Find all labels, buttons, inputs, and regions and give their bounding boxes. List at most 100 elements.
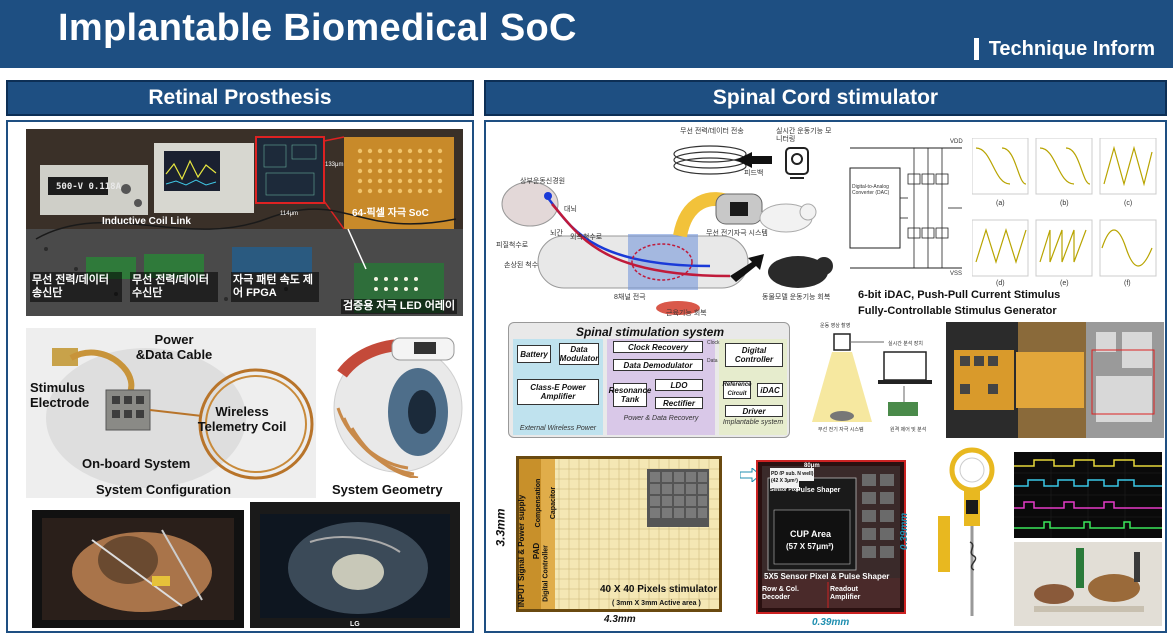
wave-label-a: (a) — [996, 200, 1005, 207]
vdd-label: VDD — [950, 139, 963, 145]
waveform-illustration — [971, 137, 1157, 277]
digital-ctrl-label: Digital Controller — [542, 545, 550, 602]
retinal-panel-title: Retinal Prosthesis — [6, 80, 474, 116]
recovery-section-label: Power & Data Recovery — [623, 415, 699, 422]
scope-trace-illustration — [1014, 452, 1162, 538]
dac-label: Digital-to-Analog Converter (DAC) — [852, 184, 890, 196]
system-geometry-figure: System Geometry — [318, 328, 468, 500]
eye-illustration — [333, 337, 463, 480]
corticospinal-label: 피질척수로 — [496, 242, 529, 249]
spinal-panel-title: Spinal Cord stimulator — [484, 80, 1167, 116]
readout-amp-label: Readout Amplifier — [830, 586, 861, 601]
camera-label: 운동 영상 촬영 — [820, 323, 851, 329]
tx-label: 무선 전력/데이터 송신단 — [30, 272, 122, 302]
lateral-tract-label: 외측척수로 — [570, 234, 603, 241]
sensor-chip-grid — [519, 459, 719, 609]
clock-block: Clock Recovery — [613, 341, 703, 353]
surgery-right-illustration — [260, 514, 450, 618]
chip-dimension-horizontal: 114μm — [280, 211, 299, 217]
meter-readout: 500-V 0.118A — [56, 182, 122, 192]
rx-label: 무선 전력/데이터 수신단 — [130, 272, 218, 302]
electrode-8ch-label: 8채널 전극 — [614, 294, 646, 301]
pixel-chip-layout — [762, 466, 900, 608]
wave-label-f: (f) — [1124, 280, 1131, 287]
electrode-soc-label: 64-픽셀 자극 SoC — [352, 208, 429, 219]
injured-cord-label: 손상된 척수 — [504, 262, 539, 269]
vss-label: VSS — [950, 271, 963, 277]
sensor-pixel-label: Sensor Pixel — [770, 487, 801, 493]
surgery-photo-left — [32, 510, 244, 628]
surgery-photo-right: LG — [250, 502, 460, 628]
pixel-chip-figure: 80μm PD (P sub, N well) (42 X 3μm²) Sens… — [756, 452, 928, 628]
power-data-cable-label: Power &Data Cable — [135, 332, 213, 362]
implant-device-figure — [934, 446, 1008, 626]
geometry-caption: System Geometry — [332, 482, 443, 497]
micrograph-illustration — [946, 322, 1164, 438]
board-label: 무선 전기 자극 시스템 — [818, 427, 864, 433]
pixel-dim-top: 80μm — [804, 463, 820, 469]
animal-recovery-label: 동물모델 운동기능 회복 — [762, 294, 831, 301]
wave-label-c: (c) — [1124, 200, 1133, 207]
cup-area-label: CUP Area — [790, 529, 832, 539]
battery-block: Battery — [517, 345, 551, 363]
wave-label-e: (e) — [1060, 280, 1069, 287]
pd-area-label: (42 X 3μm²) — [770, 475, 799, 488]
stim-system-label: 무선 전기자극 시스템 — [706, 230, 768, 237]
monitor-brand: LG — [350, 621, 360, 628]
pulse-shaper-label: Pulse Shaper — [796, 487, 841, 494]
block-diagram-title: Spinal stimulation system — [575, 325, 725, 339]
cup-dim-label: (57 X 57μm²) — [786, 542, 834, 551]
active-area-label: ( 3mm X 3mm Active area ) — [612, 600, 701, 607]
page-header: Implantable Biomedical SoC Technique Inf… — [0, 0, 1173, 68]
header-tag: Technique Inform — [973, 38, 1155, 60]
waveform-grid: (a) (b) (c) (d) (e) (f) — [971, 137, 1162, 288]
implant-section-label: Implantable system — [722, 419, 784, 426]
clock-signal-label: Clock — [707, 340, 720, 346]
implant-device-illustration — [938, 447, 995, 616]
pixel-array-label: 5X5 Sensor Pixel & Pulse Shaper — [764, 572, 890, 581]
wireless-transfer-label: 무선 전력/데이터 전송 — [680, 128, 744, 135]
experiment-setup-figure: 운동 영상 촬영 실시간 분석 장치 무선 전기 자극 시스템 원격 제어 및 … — [812, 322, 942, 438]
class-e-block: Class-E Power Amplifier — [517, 379, 599, 405]
external-section-label: External Wireless Power — [519, 425, 597, 432]
ref-block: Reference Circuit — [722, 381, 752, 399]
cortex-label: 대뇌 — [564, 206, 577, 213]
laptop-label: 실시간 분석 장치 — [888, 341, 923, 347]
bench-photo: 500-V 0.118A Inductive Coil Link 133μm 1… — [26, 129, 463, 316]
wave-label-d: (d) — [996, 280, 1005, 287]
led-array-label: 검증용 자극 LED 어레이 — [341, 299, 458, 314]
configuration-illustration — [26, 328, 316, 498]
idac-feature-2: Fully-Controllable Stimulus Generator — [858, 305, 1057, 317]
pc-label: 원격 제어 및 분석 — [890, 427, 927, 433]
compensation-cap-label: Compensation Capacitor — [535, 478, 557, 528]
stimulus-electrode-label: Stimulus Electrode — [30, 380, 90, 410]
schematic-illustration — [849, 147, 962, 269]
brainstem-label: 뇌간 — [550, 230, 563, 237]
pixels-stimulator-label: 40 X 40 Pixels stimulator — [600, 584, 718, 595]
retinal-prosthesis-panel: Retinal Prosthesis — [6, 80, 474, 633]
spinal-cord-panel: Spinal Cord stimulator — [484, 80, 1167, 633]
idac-feature-1: 6-bit iDAC, Push-Pull Current Stimulus — [858, 289, 1061, 301]
onboard-system-label: On-board System — [82, 456, 191, 471]
wireless-coil-label: Wireless Telemetry Coil — [197, 404, 287, 434]
pixel-dim-right: 0.39mm — [899, 512, 911, 551]
stimulus-scope-photo — [1014, 452, 1162, 538]
pixel-dim-bottom: 0.39mm — [812, 617, 850, 628]
system-configuration-figure: Power &Data Cable Stimulus Electrode Wir… — [26, 328, 316, 498]
spinal-concept-illustration — [501, 145, 833, 315]
spinal-concept-figure: 무선 전력/데이터 전송 실시간 운동기능 모니터링 피드백 상부운동신경원 대… — [490, 126, 836, 318]
surgery-left-illustration — [42, 518, 234, 620]
modulator-block: Data Modulator — [559, 343, 599, 365]
animal-experiment-illustration — [1014, 542, 1162, 626]
chip-micrographs — [946, 322, 1164, 438]
sensor-chip-width: 4.3mm — [604, 614, 636, 625]
digital-block: Digital Controller — [725, 343, 783, 367]
spinal-panel-body: 무선 전력/데이터 전송 실시간 운동기능 모니터링 피드백 상부운동신경원 대… — [484, 120, 1167, 633]
sensor-chip-die — [516, 456, 722, 612]
ldo-block: LDO — [655, 379, 703, 391]
sensor-chip-figure: 3.3mm 4.3mm INPUT Signal & Power supply … — [494, 446, 736, 625]
page-title: Implantable Biomedical SoC — [58, 7, 577, 49]
coil-link-label: Inductive Coil Link — [102, 216, 191, 227]
realtime-monitor-label: 실시간 운동기능 모니터링 — [776, 128, 832, 143]
retinal-panel-body: 500-V 0.118A Inductive Coil Link 133μm 1… — [6, 120, 474, 633]
